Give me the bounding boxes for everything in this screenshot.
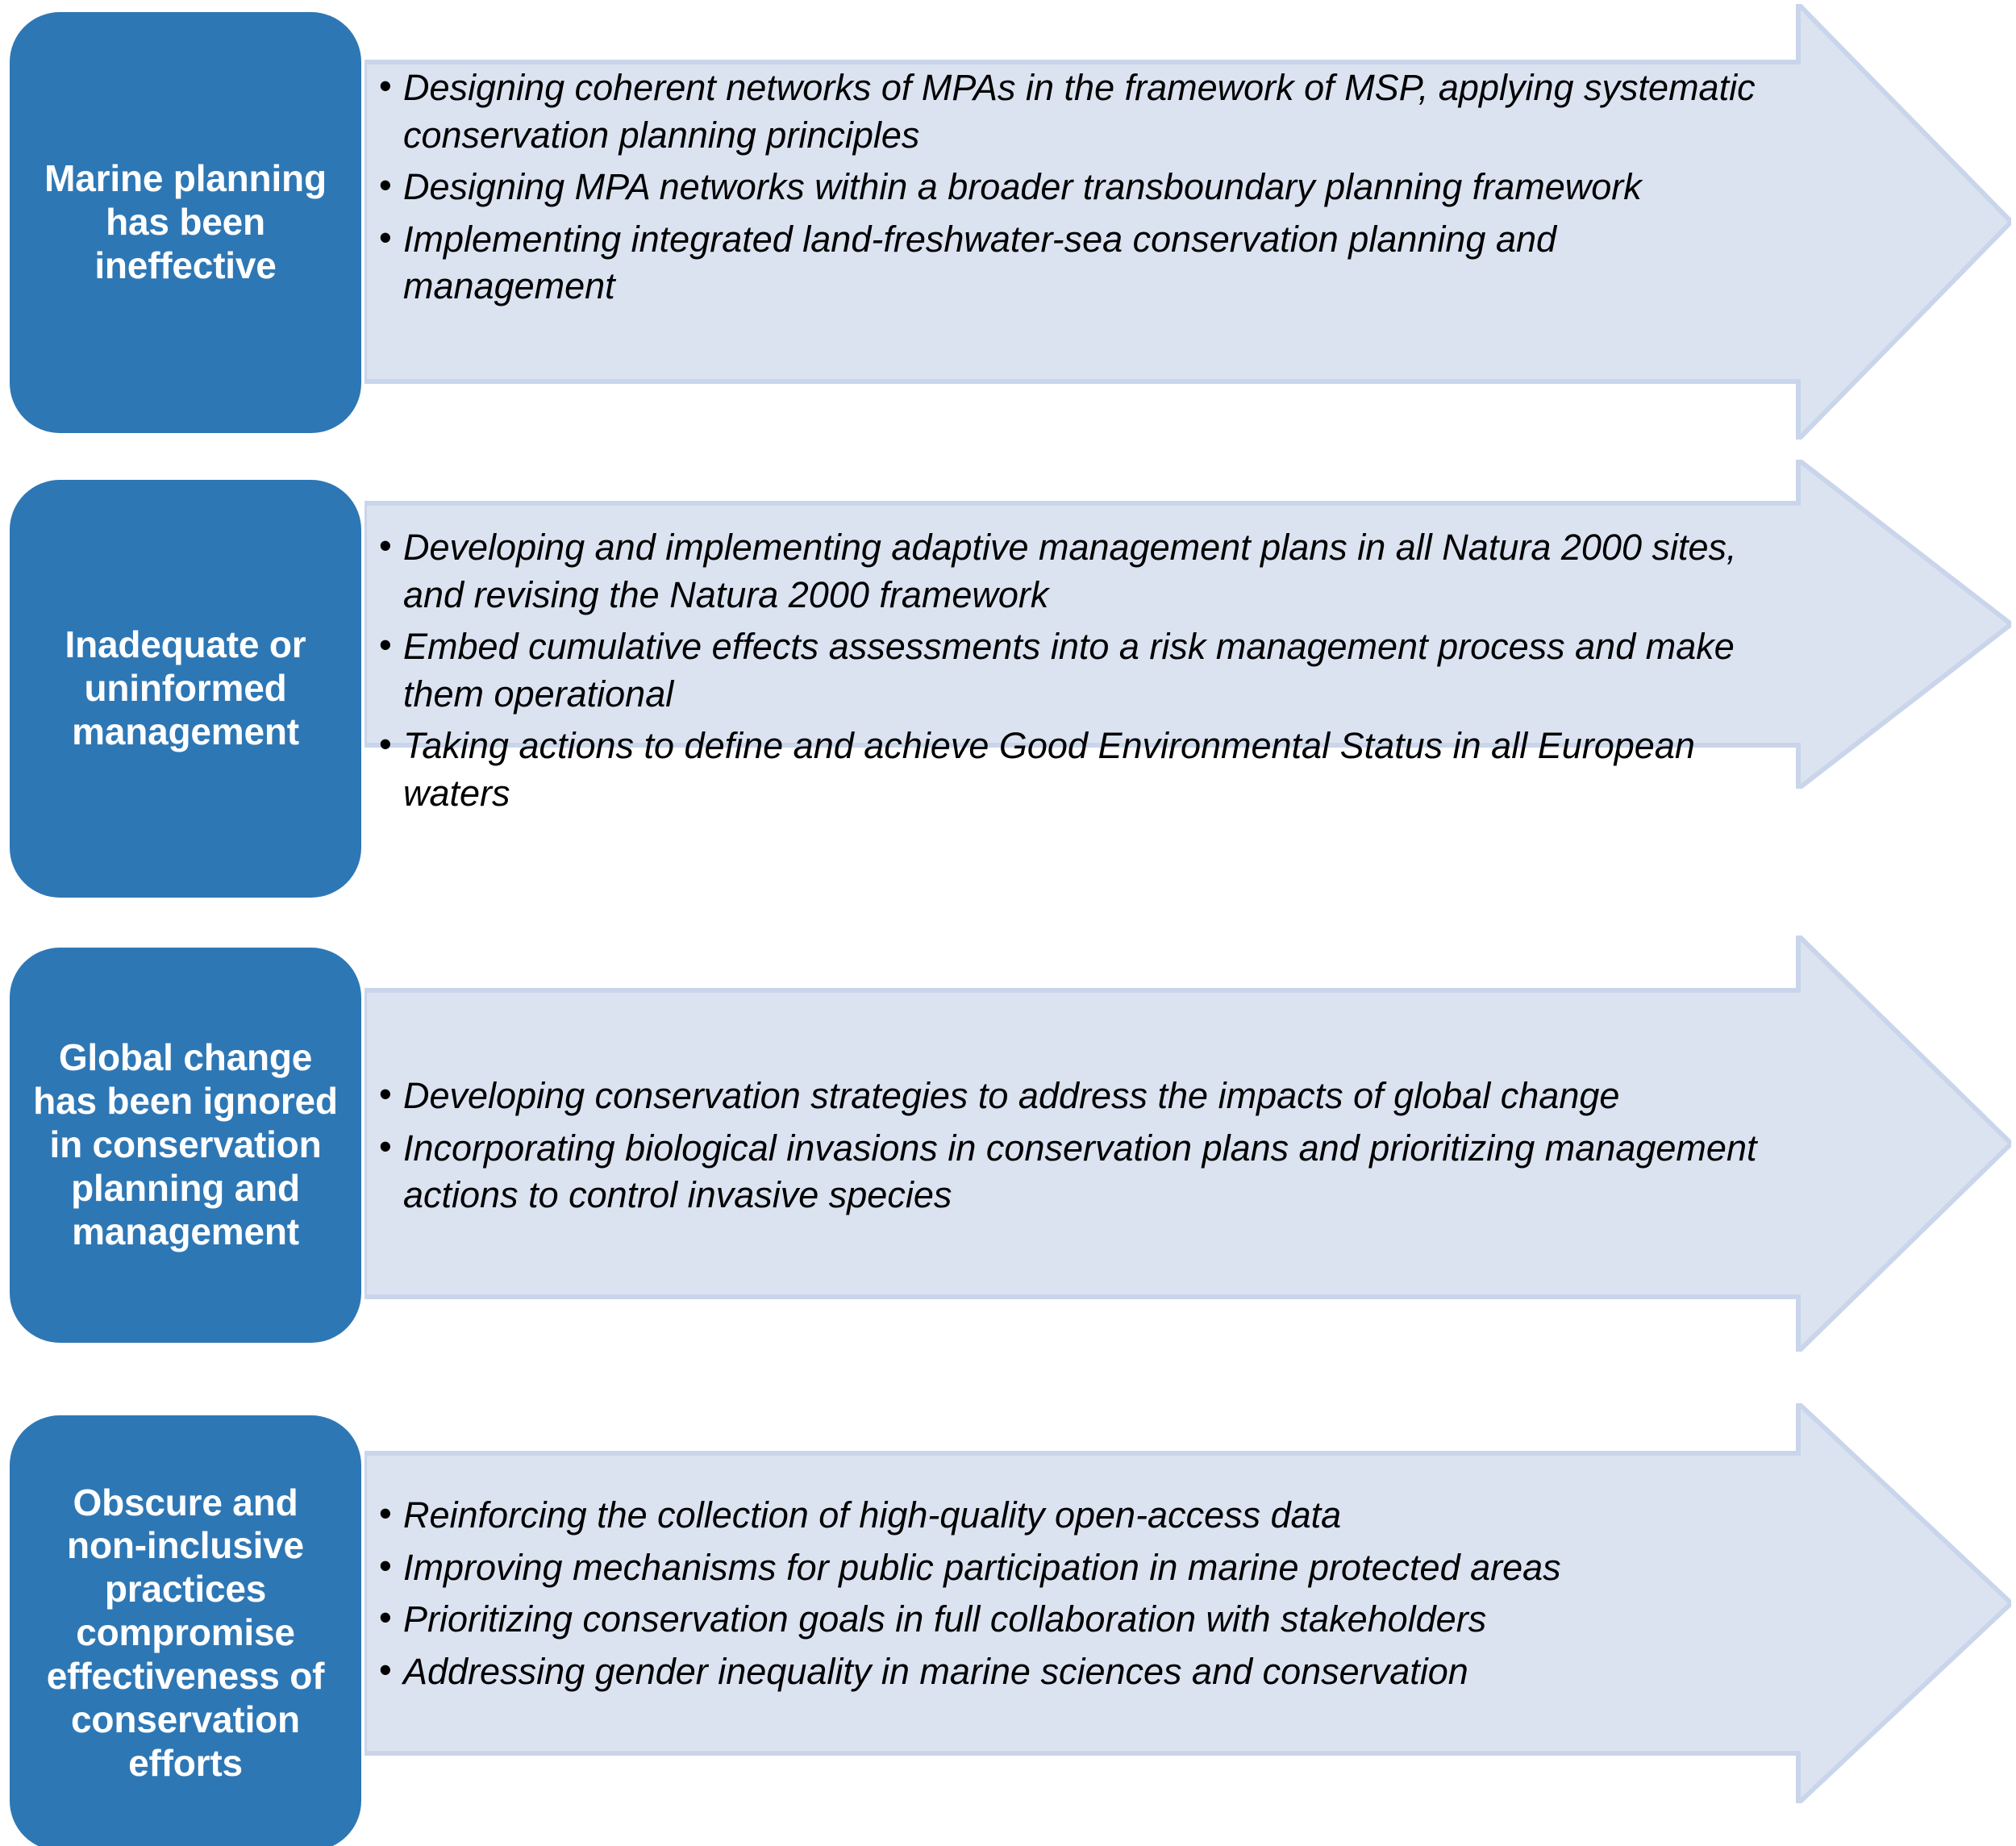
list-item: Developing and implementing adaptive man… (376, 523, 1763, 619)
list-item: Implementing integrated land-freshwater-… (376, 215, 1763, 310)
list-item: Incorporating biological invasions in co… (376, 1123, 1763, 1219)
list-item: Embed cumulative effects assessments int… (376, 622, 1763, 718)
list-item: Designing MPA networks within a broader … (376, 162, 1763, 211)
bullet-list-4: Reinforcing the collection of high-quali… (376, 1490, 1763, 1696)
process-row-4: Obscure and non-inclusive practices comp… (0, 1395, 2016, 1846)
list-item: Reinforcing the collection of high-quali… (376, 1490, 1763, 1540)
issue-box-1-label: Marine planning has been ineffective (44, 157, 327, 286)
list-item: Taking actions to define and achieve Goo… (376, 721, 1763, 817)
bullet-list-2: Developing and implementing adaptive man… (376, 523, 1763, 817)
issue-box-3-label: Global change has been ignored in conser… (33, 1036, 338, 1252)
issue-box-4-label: Obscure and non-inclusive practices comp… (46, 1481, 325, 1784)
actions-list-4: Reinforcing the collection of high-quali… (376, 1490, 1763, 1696)
bullet-list-1: Designing coherent networks of MPAs in t… (376, 63, 1763, 310)
list-item: Prioritizing conservation goals in full … (376, 1594, 1763, 1644)
actions-list-1: Designing coherent networks of MPAs in t… (376, 63, 1763, 310)
issue-box-3: Global change has been ignored in conser… (10, 948, 361, 1343)
issue-box-1: Marine planning has been ineffective (10, 12, 361, 433)
process-row-1: Marine planning has been ineffective Des… (0, 0, 2016, 440)
process-row-2: Inadequate or uninformed management Deve… (0, 460, 2016, 899)
list-item: Developing conservation strategies to ad… (376, 1071, 1763, 1120)
list-item: Improving mechanisms for public particip… (376, 1543, 1763, 1592)
list-item: Addressing gender inequality in marine s… (376, 1647, 1763, 1696)
bullet-list-3: Developing conservation strategies to ad… (376, 1071, 1763, 1219)
process-row-3: Global change has been ignored in conser… (0, 927, 2016, 1367)
actions-list-2: Developing and implementing adaptive man… (376, 523, 1763, 817)
issue-box-2: Inadequate or uninformed management (10, 480, 361, 898)
issue-box-2-label: Inadequate or uninformed management (65, 623, 306, 752)
issue-box-4: Obscure and non-inclusive practices comp… (10, 1415, 361, 1846)
actions-list-3: Developing conservation strategies to ad… (376, 1071, 1763, 1219)
list-item: Designing coherent networks of MPAs in t… (376, 63, 1763, 159)
